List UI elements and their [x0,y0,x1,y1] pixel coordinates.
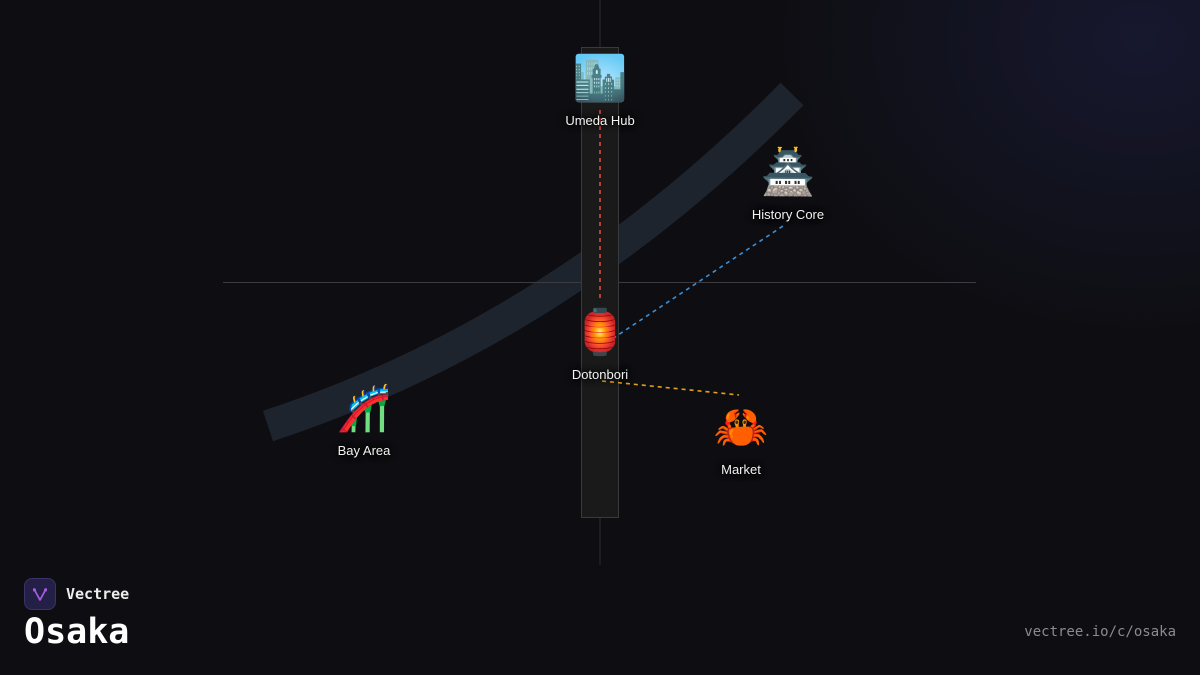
poi-dotonbori[interactable]: 🏮 Dotonbori [520,307,680,382]
poi-label: Market [721,462,761,477]
roller-coaster-icon: 🎢 [336,383,392,434]
vectree-logo-icon [24,578,56,610]
poi-history-core[interactable]: 🏯 History Core [708,147,868,222]
cityscape-icon: 🏙️ [572,53,628,104]
poi-bay-area[interactable]: 🎢 Bay Area [284,383,444,458]
river [262,82,804,442]
main-street[interactable] [581,47,619,518]
poi-umeda-hub[interactable]: 🏙️ Umeda Hub [520,53,680,128]
lantern-icon: 🏮 [572,307,628,358]
poi-label: Dotonbori [571,367,629,382]
route-dotonbori-history-core[interactable] [605,223,787,344]
castle-icon: 🏯 [760,147,816,198]
brand[interactable]: Vectree [24,577,129,611]
poi-market[interactable]: 🦀 Market [661,402,821,477]
page-title: Osaka [24,612,130,652]
poi-label: Umeda Hub [565,113,635,128]
crab-icon: 🦀 [713,402,769,453]
poi-label: History Core [751,207,825,222]
poi-label: Bay Area [337,443,391,458]
route-dotonbori-market[interactable] [601,380,740,396]
site-url[interactable]: vectree.io/c/osaka [1024,624,1176,640]
brand-name: Vectree [66,585,130,603]
